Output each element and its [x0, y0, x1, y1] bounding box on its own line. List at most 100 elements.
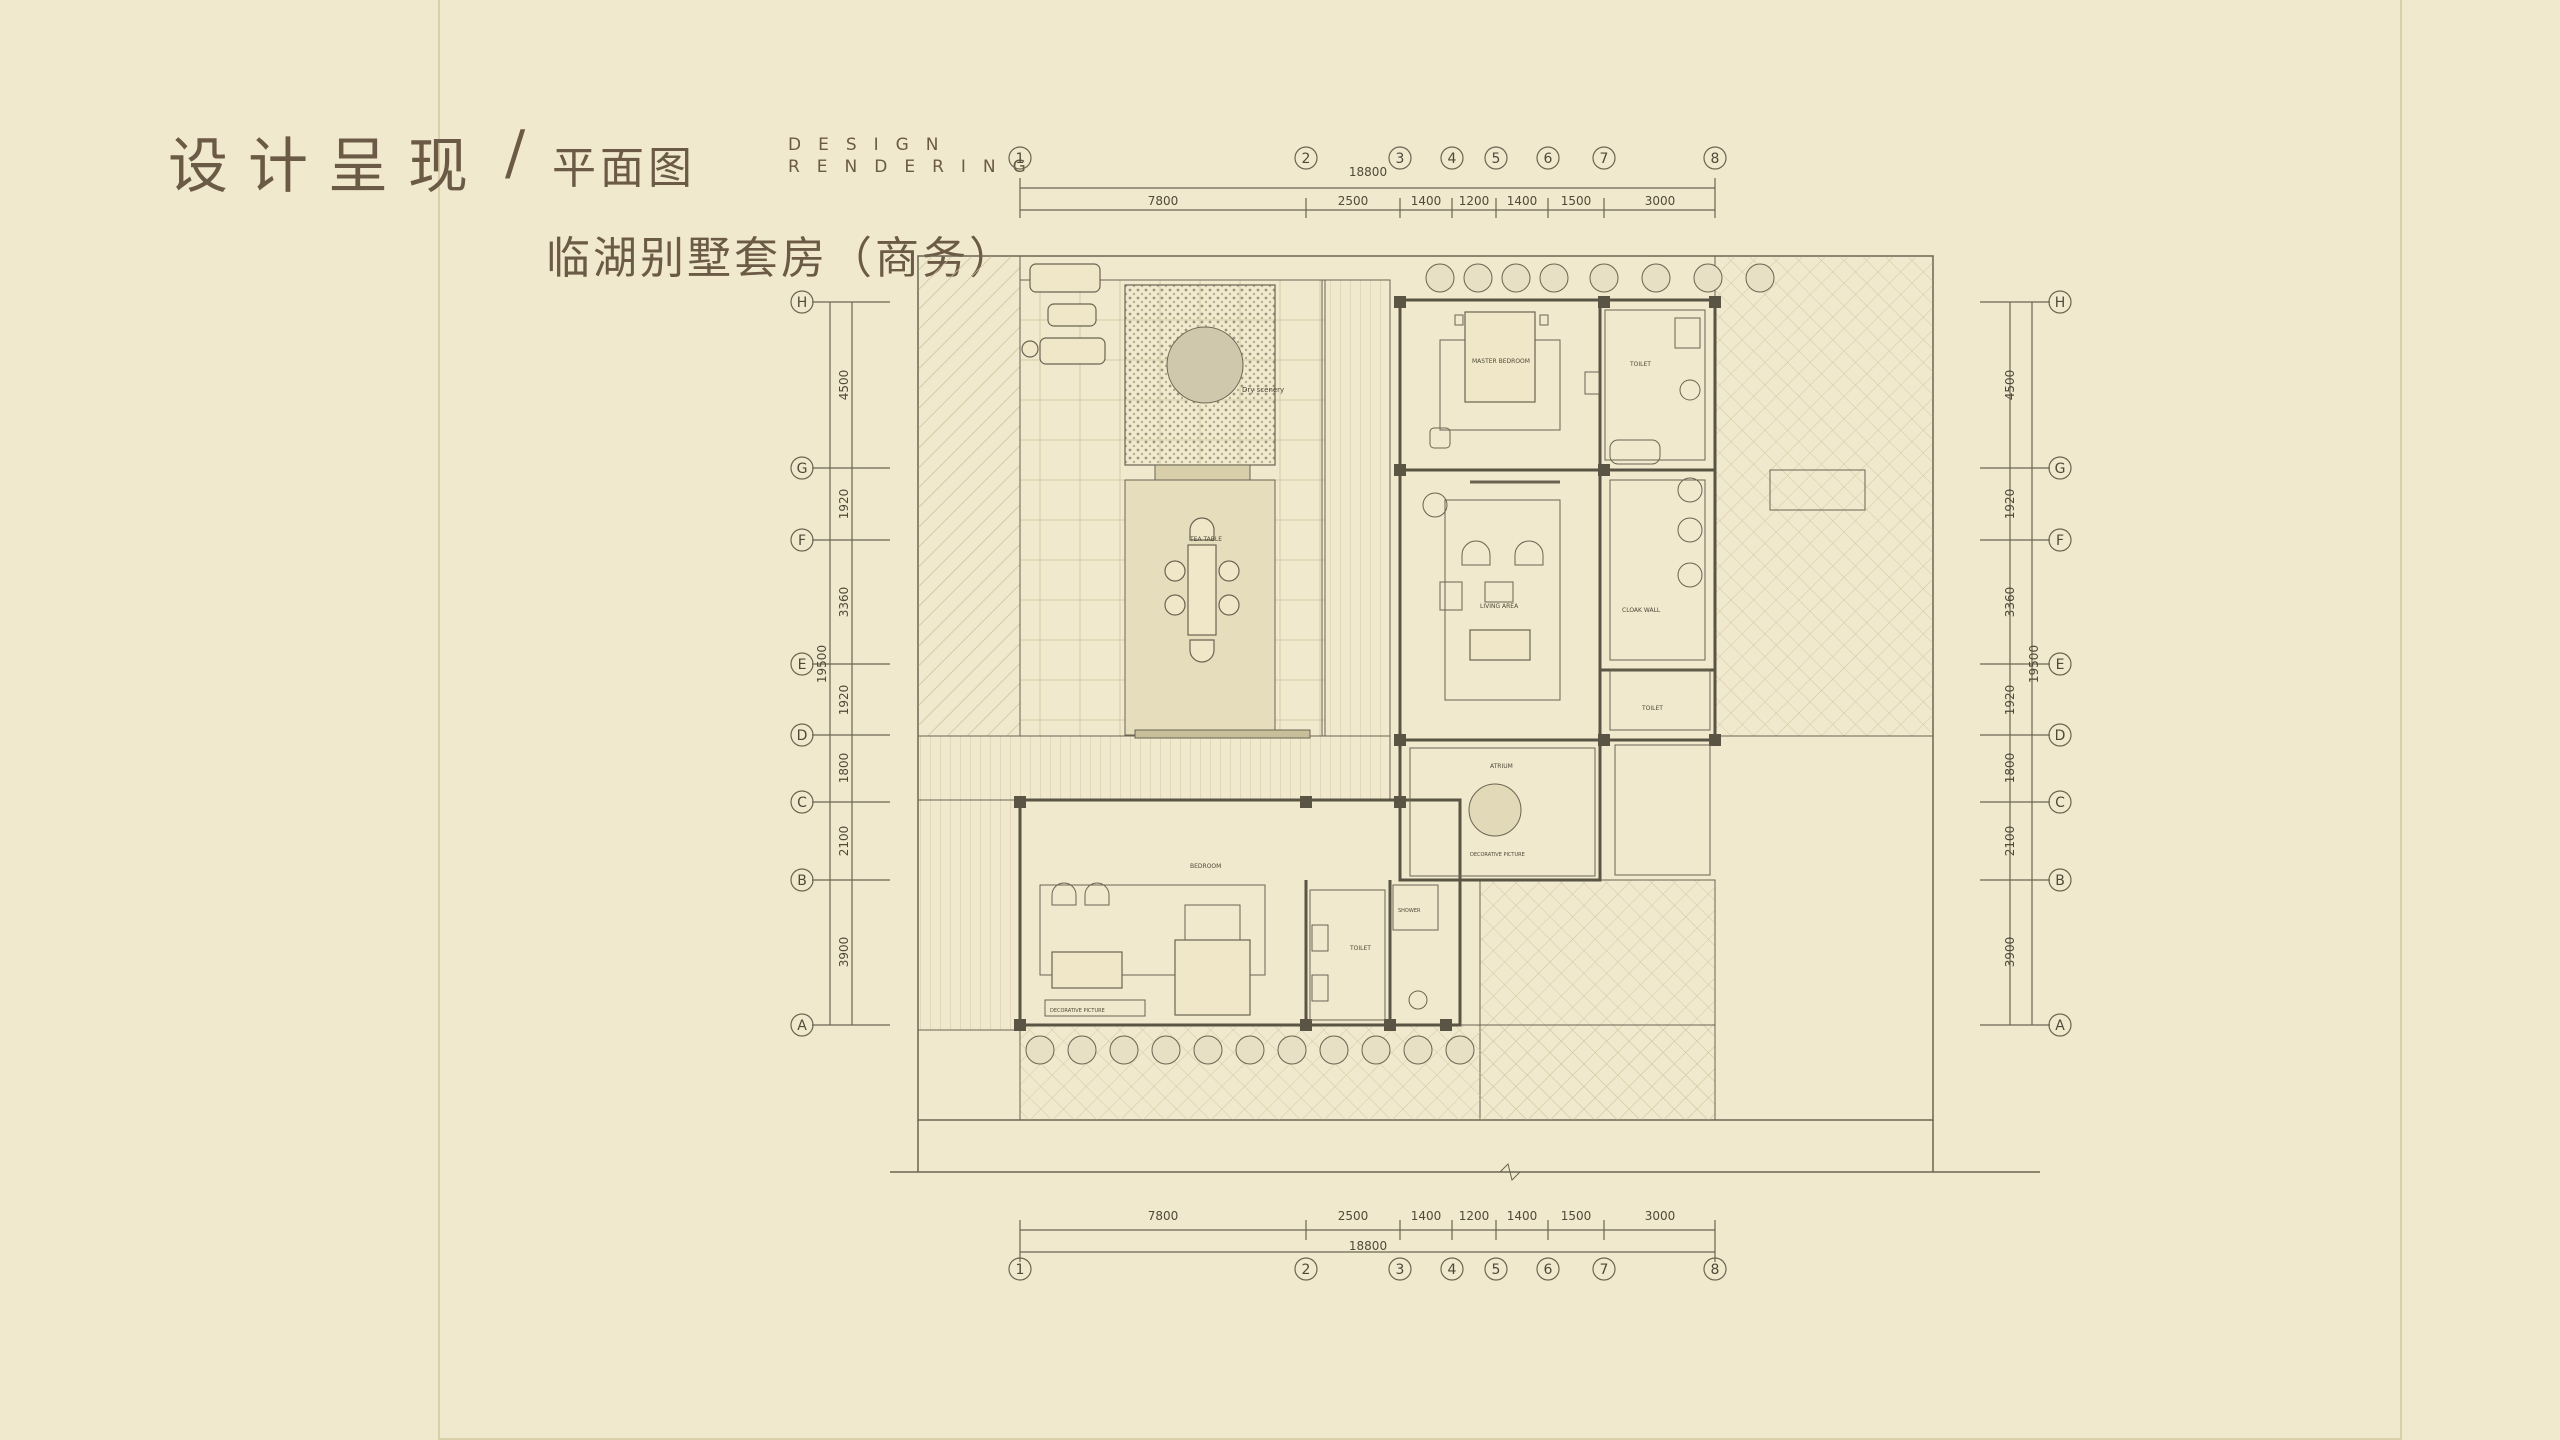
master-bedroom-label: MASTER BEDROOM [1472, 358, 1530, 365]
tea-table [1187, 544, 1217, 636]
shower-label: SHOWER [1398, 908, 1421, 914]
bottom-dim-3: 1400 [1411, 1209, 1442, 1223]
bench [1154, 464, 1251, 482]
top-dim-5: 1400 [1507, 194, 1538, 208]
top-dim-7: 3000 [1645, 194, 1676, 208]
axis-right-B: B [2055, 873, 2065, 889]
axis-top-3: 3 [1396, 151, 1405, 167]
left-dim-2: 1920 [837, 489, 851, 520]
right-dim-5: 1800 [2003, 753, 2017, 784]
tea-table-label: TEA TABLE [1189, 536, 1222, 543]
axis-bottom-6: 6 [1544, 1262, 1553, 1278]
axis-right-A: A [2055, 1018, 2065, 1034]
english-title: DESIGN RENDERING [788, 134, 1043, 178]
top-dim-1: 7800 [1148, 194, 1179, 208]
bottom-total-dimension: 18800 [1349, 1239, 1387, 1253]
bottom-dim-1: 7800 [1148, 1209, 1179, 1223]
left-dim-7: 3900 [837, 937, 851, 968]
right-dim-7: 3900 [2003, 937, 2017, 968]
top-dim-4: 1200 [1459, 194, 1490, 208]
shower-stall [1674, 317, 1701, 349]
east-garden [1714, 255, 1934, 737]
garden-steps [1769, 469, 1866, 511]
axis-top-5: 5 [1492, 151, 1501, 167]
axis-top-6: 6 [1544, 151, 1553, 167]
sofa [1469, 629, 1531, 661]
right-dim-6: 2100 [2003, 826, 2017, 857]
axis-left-B: B [797, 873, 807, 889]
page-frame [438, 0, 2402, 1440]
bottom-dim-5: 1400 [1507, 1209, 1538, 1223]
tea-chairs [1164, 517, 1240, 663]
right-total-dimension: 19500 [2027, 645, 2041, 683]
axis-right-H: H [2055, 295, 2066, 311]
bedroom-toilet-label: TOILET [1349, 945, 1371, 952]
axis-bottom-4: 4 [1448, 1262, 1457, 1278]
toilet-icon [1408, 990, 1428, 1010]
bedroom-label: BEDROOM [1190, 863, 1221, 870]
living-rug [1444, 499, 1561, 701]
atrium [1409, 747, 1596, 877]
axis-bottom-8: 8 [1711, 1262, 1720, 1278]
top-total-dimension: 18800 [1349, 165, 1387, 179]
lounge-chairs [1021, 263, 1106, 365]
axis-top-8: 8 [1711, 151, 1720, 167]
dry-scenery-label: Dry scenery [1242, 386, 1284, 394]
dry-scenery-tree-icon [1166, 326, 1244, 404]
linear-drain [1134, 729, 1311, 739]
top-shrubs [1425, 263, 1775, 293]
left-dim-5: 1800 [837, 753, 851, 784]
corridor-lights [1677, 477, 1703, 588]
axis-top-4: 4 [1448, 151, 1457, 167]
axis-right-F: F [2056, 533, 2064, 549]
left-dim-1: 4500 [837, 370, 851, 401]
guest-toilet [1609, 669, 1711, 731]
bottom-dim-6: 1500 [1561, 1209, 1592, 1223]
atrium-picture-label: DECORATIVE PICTURE [1470, 852, 1525, 858]
wash-basin [1311, 974, 1329, 1002]
bottom-dim-4: 1200 [1459, 1209, 1490, 1223]
nightstand [1539, 314, 1549, 326]
axis-left-E: E [798, 657, 807, 673]
bedroom-chair [1084, 882, 1110, 906]
bottom-dimension-chain [1019, 1220, 1716, 1262]
structural-columns [1014, 296, 1721, 1031]
west-deck [917, 255, 1021, 737]
cloak-wall-label: CLOAK WALL [1622, 607, 1661, 614]
master-bed [1464, 311, 1536, 403]
english-title-line1: DESIGN [788, 135, 956, 155]
right-dim-1: 4500 [2003, 370, 2017, 401]
axis-top-7: 7 [1600, 151, 1609, 167]
left-dim-3: 3360 [837, 587, 851, 618]
building-walls [1018, 298, 1717, 1027]
page-subtitle: 平面图 [552, 143, 696, 194]
right-dimension-chain [1980, 301, 2050, 1026]
bedroom-picture-label: DECORATIVE PICTURE [1050, 1008, 1105, 1014]
break-line-symbol [1499, 1163, 1521, 1181]
floor-lamp-icon [1422, 492, 1448, 518]
vanity-stool [1429, 427, 1451, 449]
axis-left-G: G [797, 461, 808, 477]
axis-top-1: 1 [1016, 151, 1025, 167]
left-total-dimension: 19500 [815, 645, 829, 683]
bottom-dim-2: 2500 [1338, 1209, 1369, 1223]
axis-left-A: A [797, 1018, 807, 1034]
axis-bottom-3: 3 [1396, 1262, 1405, 1278]
axis-left-C: C [797, 795, 807, 811]
axis-left-F: F [798, 533, 806, 549]
desk [1184, 904, 1241, 941]
axis-left-D: D [797, 728, 808, 744]
axis-right-G: G [2055, 461, 2066, 477]
lounge-chair [1461, 540, 1491, 566]
master-bath [1604, 309, 1706, 461]
axis-bottom-2: 2 [1302, 1262, 1311, 1278]
top-dim-3: 1400 [1411, 194, 1442, 208]
bedroom-sofa [1051, 951, 1123, 989]
right-dim-3: 3360 [2003, 587, 2017, 618]
bottom-shrubs [1025, 1035, 1475, 1065]
atrium-label: ATRIUM [1490, 763, 1513, 770]
axis-bottom-5: 5 [1492, 1262, 1501, 1278]
toilet-icon [1679, 379, 1701, 401]
left-dimension-chain [812, 301, 890, 1026]
